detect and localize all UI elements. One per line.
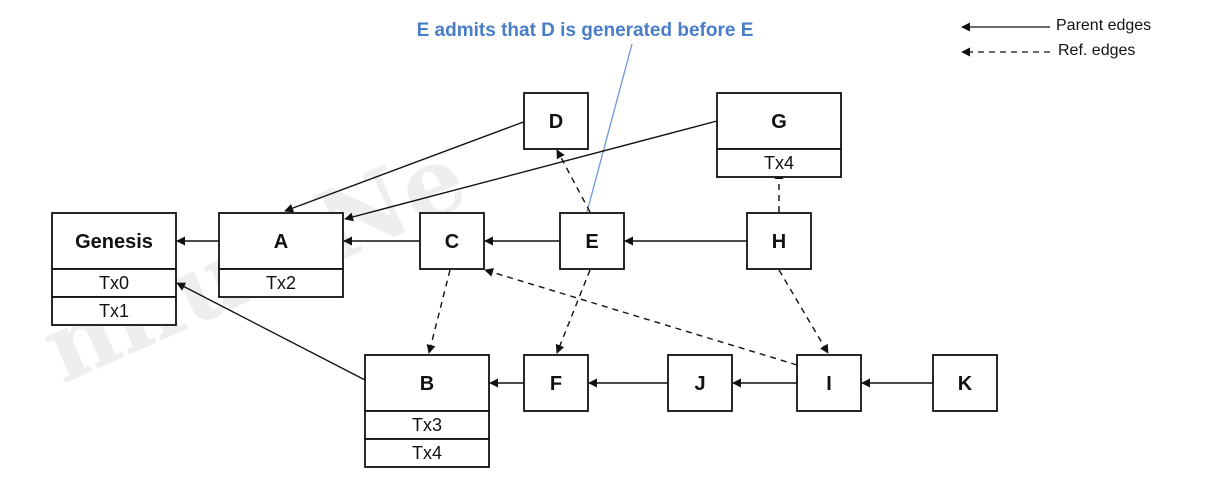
parent-edge-g-to-a: [344, 120, 718, 222]
transaction-row: [364, 438, 490, 468]
ref-edge-i-to-c: [484, 268, 798, 366]
block-title: E: [585, 231, 598, 253]
block-c: C: [419, 212, 485, 270]
block-title: J: [694, 373, 705, 395]
block-title: C: [445, 231, 459, 253]
block-header: [932, 354, 998, 412]
ref-edge-e-to-f: [555, 269, 591, 354]
transaction-label: Tx3: [412, 415, 442, 435]
block-title: I: [826, 373, 832, 395]
block-header: [716, 92, 842, 150]
block-g: G Tx4: [716, 92, 842, 178]
transaction-label: Tx0: [99, 273, 129, 293]
block-header: [667, 354, 733, 412]
block-f: F: [523, 354, 589, 412]
edges: [176, 120, 933, 388]
block-header: [523, 92, 589, 150]
block-d: D: [523, 92, 589, 150]
block-title: D: [549, 111, 563, 133]
block-title: B: [420, 373, 434, 395]
transaction-label: Tx1: [99, 301, 129, 321]
ref-edge-c-to-b: [426, 269, 451, 354]
block-k: K: [932, 354, 998, 412]
ref-edge-e-to-d: [556, 149, 591, 213]
block-e: E: [559, 212, 625, 270]
block-header: [796, 354, 862, 412]
block-title: H: [772, 231, 786, 253]
transaction-row: [51, 296, 177, 326]
block-title: A: [274, 231, 288, 253]
parent-edge-b-to-genesis: [176, 282, 366, 381]
transaction-row: [218, 268, 344, 298]
callout-pointer-line: [586, 43, 633, 213]
transaction-label: Tx2: [266, 273, 296, 293]
block-header: [419, 212, 485, 270]
block-title: Genesis: [75, 231, 153, 253]
legend-parent-label: Parent edges: [1056, 17, 1151, 34]
block-h: H: [746, 212, 812, 270]
transaction-label: Tx4: [764, 153, 794, 173]
block-title: F: [550, 373, 562, 395]
block-j: J: [667, 354, 733, 412]
parent-edge-d-to-a: [284, 120, 527, 213]
block-header: [523, 354, 589, 412]
callout: E admits that D is generated before E: [417, 20, 754, 213]
transaction-row: [364, 410, 490, 440]
block-i: I: [796, 354, 862, 412]
legend-ref-label: Ref. edges: [1058, 42, 1135, 59]
block-title: K: [958, 373, 973, 395]
transaction-row: [51, 268, 177, 298]
block-header: [559, 212, 625, 270]
block-header: [218, 212, 344, 270]
block-title: G: [771, 111, 787, 133]
block-a: A Tx2: [218, 212, 344, 298]
transaction-row: [716, 148, 842, 178]
callout-text: E admits that D is generated before E: [417, 20, 754, 41]
ref-edge-h-to-i: [778, 269, 829, 354]
legend: Parent edges Ref. edges: [961, 17, 1151, 59]
block-header: [746, 212, 812, 270]
transaction-label: Tx4: [412, 443, 442, 463]
